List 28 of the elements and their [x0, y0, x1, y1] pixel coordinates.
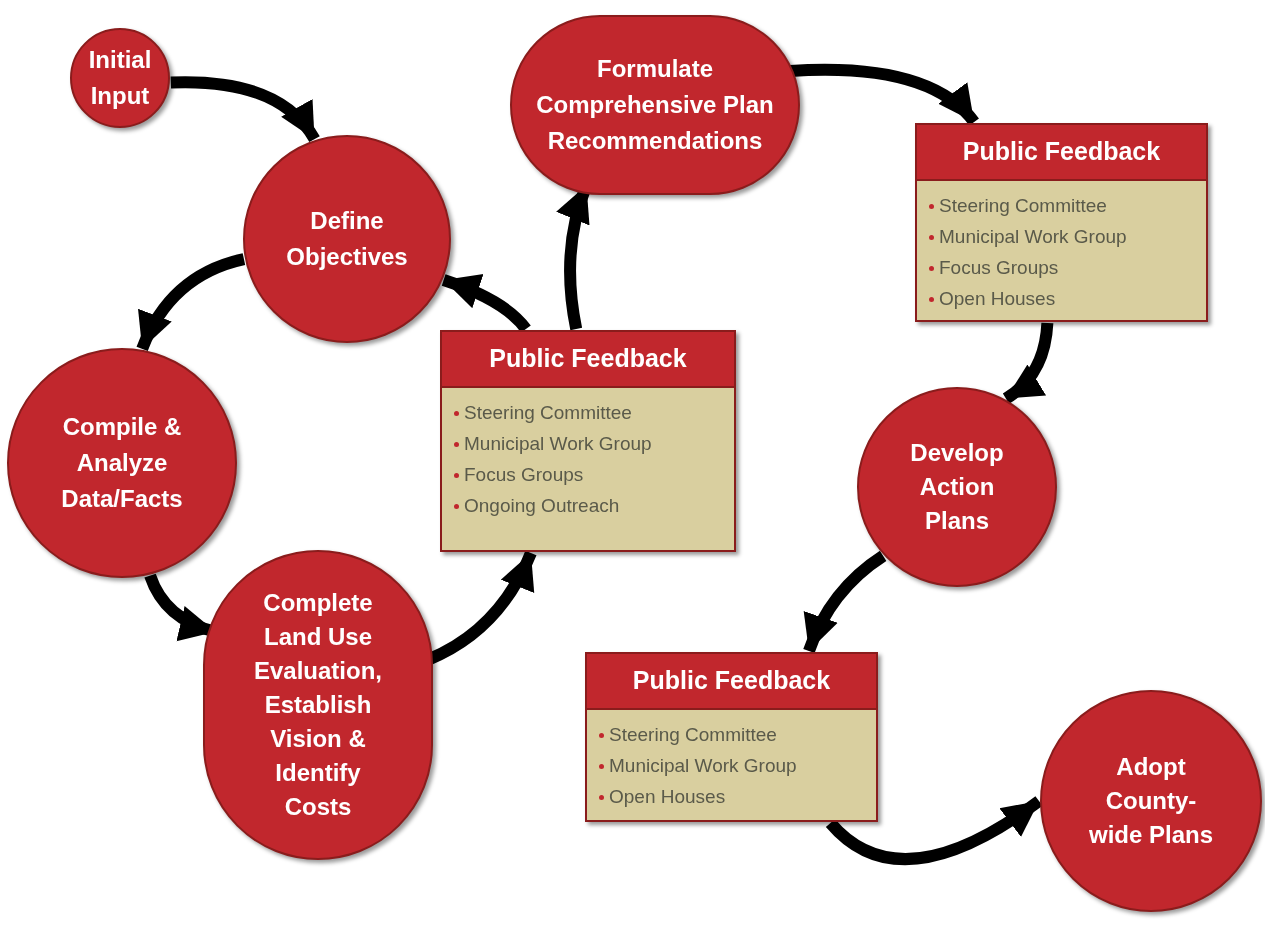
list-item: Steering Committee	[939, 194, 1107, 218]
list-item: Steering Committee	[609, 723, 777, 747]
list-item: Open Houses	[609, 785, 726, 809]
list-item: Open Houses	[939, 287, 1056, 311]
list-item: Municipal Work Group	[939, 225, 1127, 249]
step-label: Initial Input	[87, 45, 153, 111]
feedback-card	[440, 330, 736, 552]
list-item: Municipal Work Group	[464, 432, 652, 456]
feedback-card	[915, 123, 1208, 322]
step-label: Compile & Analyze Data/Facts	[60, 412, 184, 514]
list-item: Ongoing Outreach	[464, 494, 620, 518]
curved-arrow	[170, 76, 320, 143]
curved-arrow	[803, 550, 887, 654]
list-item: Steering Committee	[464, 401, 632, 425]
list-item: Focus Groups	[939, 256, 1059, 280]
feedback-card	[585, 652, 878, 822]
list-item: Focus Groups	[464, 463, 584, 487]
curved-arrow	[1002, 322, 1054, 404]
card-header: Public Feedback	[442, 332, 734, 388]
curved-arrow	[441, 274, 531, 333]
step-label: Define Objectives	[285, 206, 409, 272]
step-label: Complete Land Use Evaluation, Establish Vision & Identify Costs	[253, 588, 383, 822]
step-label: Develop Action Plans	[909, 438, 1005, 536]
card-header: Public Feedback	[917, 125, 1206, 181]
step-label: Formulate Comprehensive Plan Recommendations	[535, 54, 775, 156]
card-header: Public Feedback	[587, 654, 876, 710]
list-item: Municipal Work Group	[609, 754, 797, 778]
step-label: Adopt County-wide Plans	[1087, 752, 1214, 850]
